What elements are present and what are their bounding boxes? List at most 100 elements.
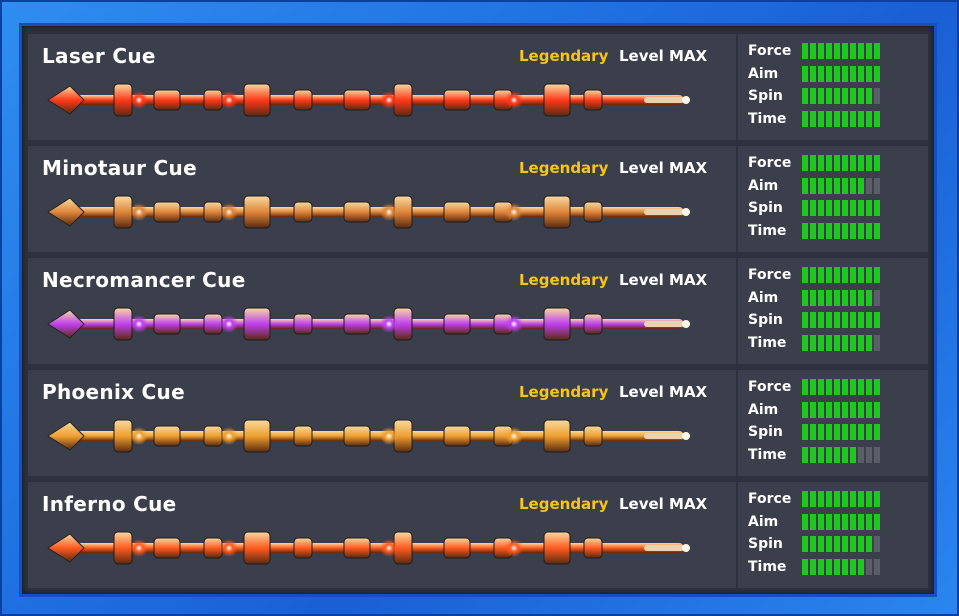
stat-bar-segment [810, 424, 816, 440]
stat-bar-segment [802, 222, 808, 239]
stat-bar-segment [802, 334, 808, 351]
stat-bar-segment [850, 110, 856, 127]
stat-bar-segment [802, 177, 808, 194]
stat-bar-segment [858, 491, 864, 507]
stat-bar [802, 513, 880, 530]
stat-bar-segment [842, 334, 848, 351]
stat-bar-segment [818, 267, 824, 283]
stat-bar [802, 88, 880, 104]
stat-bar-segment [842, 177, 848, 194]
stat-bar-segment [842, 65, 848, 82]
stat-bar-segment [802, 513, 808, 530]
stat-bar-segment [818, 155, 824, 171]
stat-bar-segment [818, 424, 824, 440]
stat-bar-segment [858, 401, 864, 418]
stat-bar-segment [858, 536, 864, 552]
stat-bar-segment [826, 177, 832, 194]
stat-bar-segment [826, 200, 832, 216]
stat-bar [802, 43, 880, 59]
stat-label: Time [748, 110, 787, 127]
rarity-label: Legendary [519, 383, 609, 401]
stat-bar-segment [818, 200, 824, 216]
stat-row: Time [748, 556, 918, 579]
stat-row: Force [748, 488, 918, 511]
stat-label: Aim [748, 289, 779, 306]
stat-bar-segment [866, 424, 872, 440]
stat-bar [802, 536, 880, 552]
stat-bar [802, 110, 880, 127]
stat-bar-segment [842, 155, 848, 171]
stat-bar-segment [802, 312, 808, 328]
stat-bar-segment [818, 88, 824, 104]
stat-row: Aim [748, 511, 918, 534]
stat-bar-segment [834, 424, 840, 440]
stat-bar-segment [802, 446, 808, 463]
stat-bar-segment [842, 379, 848, 395]
stat-bar-segment [842, 267, 848, 283]
stat-bar-segment [866, 110, 872, 127]
stat-bar-segment [802, 379, 808, 395]
stat-bar [802, 558, 880, 575]
stat-bar-segment [858, 446, 864, 463]
stat-bar-segment [826, 110, 832, 127]
divider [736, 258, 738, 364]
divider [736, 370, 738, 476]
stat-bar-segment [810, 200, 816, 216]
stat-bar-segment [802, 491, 808, 507]
stat-bar-segment [858, 513, 864, 530]
stat-bar-segment [818, 401, 824, 418]
stat-bar-segment [850, 267, 856, 283]
stat-label: Time [748, 558, 787, 575]
level-label: Level MAX [619, 159, 708, 177]
stat-bar-segment [834, 513, 840, 530]
stat-bar [802, 446, 880, 463]
stat-bar-segment [826, 491, 832, 507]
stat-bar-segment [842, 558, 848, 575]
stat-row: Spin [748, 533, 918, 556]
stat-bar-segment [826, 312, 832, 328]
stat-bar-segment [866, 334, 872, 351]
stat-bar-segment [850, 312, 856, 328]
stat-bar-segment [818, 65, 824, 82]
stat-bar-segment [810, 334, 816, 351]
stat-bar-segment [810, 446, 816, 463]
cue-name: Inferno Cue [42, 492, 177, 516]
stat-bar-segment [874, 267, 880, 283]
stat-bar-segment [834, 155, 840, 171]
stat-bar-segment [866, 267, 872, 283]
stat-row: Time [748, 108, 918, 131]
stat-bar-segment [850, 379, 856, 395]
stat-bar [802, 312, 880, 328]
stat-bar-segment [802, 401, 808, 418]
stat-bar-segment [850, 513, 856, 530]
rarity-label: Legendary [519, 271, 609, 289]
stat-bar-segment [858, 312, 864, 328]
stat-bar-segment [834, 88, 840, 104]
stat-bar-segment [842, 424, 848, 440]
stat-bar-segment [866, 401, 872, 418]
stat-bar-segment [810, 88, 816, 104]
stat-label: Force [748, 155, 792, 171]
stat-bar-segment [850, 491, 856, 507]
stat-bar-segment [826, 43, 832, 59]
stat-bar-segment [858, 177, 864, 194]
stat-bar-segment [858, 289, 864, 306]
stat-row: Time [748, 332, 918, 355]
stat-bar-segment [866, 65, 872, 82]
stat-bar-segment [834, 401, 840, 418]
stat-label: Time [748, 334, 787, 351]
stat-bar-segment [842, 513, 848, 530]
stat-bar-segment [866, 289, 872, 306]
stat-row: Force [748, 152, 918, 175]
stat-bar-segment [802, 536, 808, 552]
divider [736, 482, 738, 588]
stat-bar-segment [818, 289, 824, 306]
stat-bar-segment [834, 200, 840, 216]
cue-name: Necromancer Cue [42, 268, 246, 292]
stat-bar-segment [866, 200, 872, 216]
